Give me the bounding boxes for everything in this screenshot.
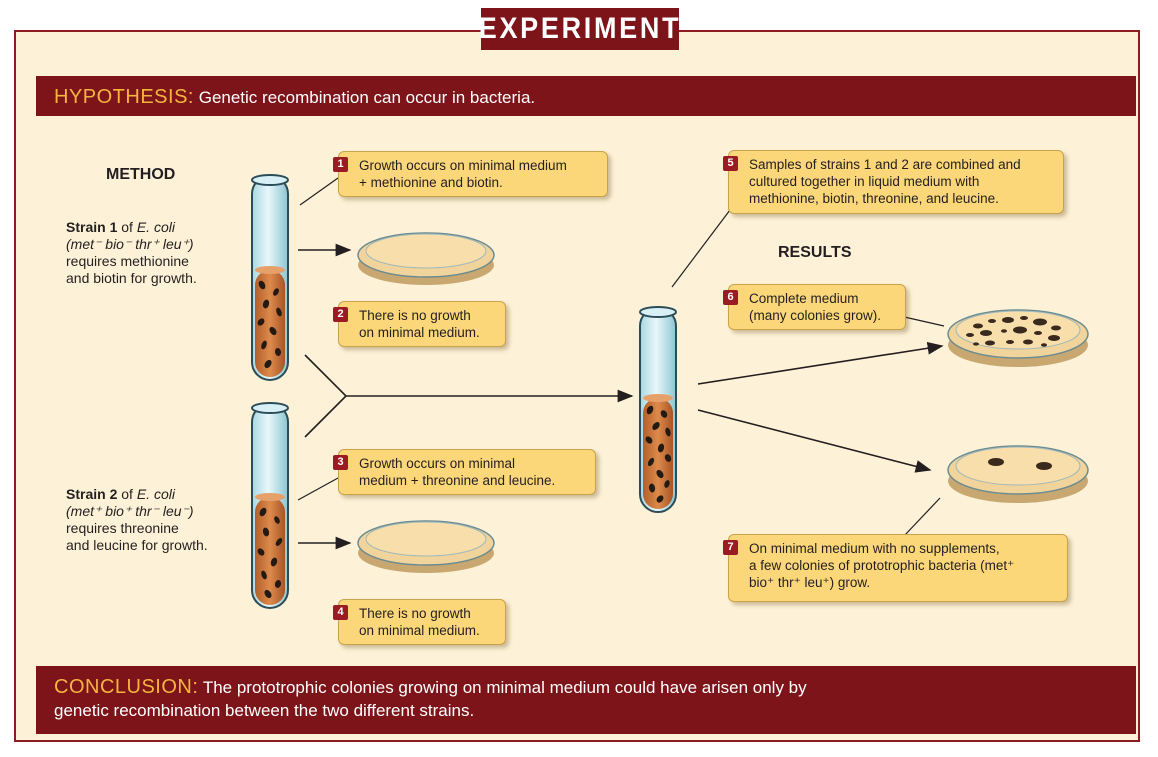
step-7-number: 7 — [723, 540, 738, 555]
callout-step-5: 5 Samples of strains 1 and 2 are combine… — [723, 150, 1064, 214]
callout-step-2: 2 There is no growth on minimal medium. — [333, 301, 506, 347]
step-6-line1: Complete medium — [749, 291, 859, 306]
strain2-of: of — [117, 486, 137, 502]
arrow-to-minimal-dish — [697, 409, 932, 473]
strain1-line1: requires methionine — [66, 253, 189, 269]
callout-step-7: 7 On minimal medium with no supplements,… — [723, 534, 1068, 602]
callout-step-6: 6 Complete medium (many colonies grow). — [723, 284, 906, 330]
step-7-line1: On minimal medium with no supplements, — [749, 541, 1000, 556]
step-3-line2: medium + threonine and leucine. — [359, 473, 556, 488]
test-tube-combined — [639, 306, 677, 513]
strain1-species: E. coli — [136, 219, 175, 235]
strain2-line2: and leucine for growth. — [66, 537, 208, 553]
strain1-line2: and biotin for growth. — [66, 270, 197, 286]
test-tube-strain2 — [251, 402, 289, 609]
step-4-number: 4 — [333, 605, 348, 620]
pointer-6 — [899, 315, 945, 327]
step-4-line2: on minimal medium. — [359, 623, 480, 638]
hypothesis-text: Genetic recombination can occur in bacte… — [198, 88, 536, 107]
strain1-genotype: (met⁻ bio⁻ thr⁺ leu⁺) — [66, 236, 194, 252]
conclusion-line2: genetic recombination between the two di… — [54, 701, 475, 720]
petri-dish-3 — [357, 520, 495, 573]
many-colonies — [966, 316, 1061, 347]
strain2-species: E. coli — [136, 486, 175, 502]
strain2-description: Strain 2 of E. coli (met⁺ bio⁺ thr⁻ leu⁻… — [66, 486, 246, 554]
step-5-line2: cultured together in liquid medium with — [749, 174, 980, 189]
petri-dish-minimal-medium — [947, 445, 1089, 503]
arrow-to-complete-dish — [697, 341, 944, 385]
callout-pointers — [297, 177, 945, 537]
strain1-of: of — [117, 219, 137, 235]
hypothesis-banner: HYPOTHESIS: Genetic recombination can oc… — [36, 76, 1136, 116]
conclusion-line1: The prototrophic colonies growing on min… — [202, 678, 807, 697]
conclusion-banner: CONCLUSION: The prototrophic colonies gr… — [36, 666, 1136, 734]
strain1-name: Strain 1 — [66, 219, 118, 235]
hypothesis-label: HYPOTHESIS: — [54, 86, 194, 108]
strain2-genotype: (met⁺ bio⁺ thr⁻ leu⁻) — [66, 503, 194, 519]
pointer-5 — [671, 209, 731, 288]
test-tube-strain1 — [251, 174, 289, 381]
step-5-line1: Samples of strains 1 and 2 are combined … — [749, 157, 1021, 172]
step-3-number: 3 — [333, 455, 348, 470]
strain2-line1: requires threonine — [66, 520, 179, 536]
experiment-frame — [14, 30, 1140, 742]
step-5-number: 5 — [723, 156, 738, 171]
experiment-title: EXPERIMENT — [479, 8, 679, 50]
results-heading: RESULTS — [778, 244, 852, 261]
strain1-description: Strain 1 of E. coli (met⁻ bio⁻ thr⁺ leu⁺… — [66, 219, 246, 287]
pointer-1 — [299, 177, 339, 206]
step-2-line1: There is no growth — [359, 308, 471, 323]
step-7-line3: bio⁺ thr⁺ leu⁺) grow. — [749, 575, 871, 590]
few-colonies — [988, 458, 1052, 470]
step-2-line2: on minimal medium. — [359, 325, 480, 340]
pointer-7 — [903, 497, 941, 537]
step-2-number: 2 — [333, 307, 348, 322]
step-7-line2: a few colonies of prototrophic bacteria … — [749, 558, 1015, 573]
step-3-line1: Growth occurs on minimal — [359, 456, 516, 471]
step-1-number: 1 — [333, 157, 348, 172]
flow-arrows — [298, 243, 944, 550]
step-1-line2: + methionine and biotin. — [359, 175, 503, 190]
callout-step-4: 4 There is no growth on minimal medium. — [333, 599, 506, 645]
pointer-3 — [297, 477, 339, 501]
step-1-line1: Growth occurs on minimal medium — [359, 158, 567, 173]
petri-dish-1 — [357, 232, 495, 285]
step-6-line2: (many colonies grow). — [749, 308, 882, 323]
step-5-line3: methionine, biotin, threonine, and leuci… — [749, 191, 999, 206]
combine-bracket — [304, 354, 348, 438]
callout-step-3: 3 Growth occurs on minimal medium + thre… — [333, 449, 596, 495]
step-6-number: 6 — [723, 290, 738, 305]
petri-dish-complete-medium — [947, 309, 1089, 367]
conclusion-label: CONCLUSION: — [54, 676, 199, 698]
method-heading: METHOD — [106, 166, 176, 183]
strain2-name: Strain 2 — [66, 486, 118, 502]
step-4-line1: There is no growth — [359, 606, 471, 621]
callout-step-1: 1 Growth occurs on minimal medium + meth… — [333, 151, 608, 197]
